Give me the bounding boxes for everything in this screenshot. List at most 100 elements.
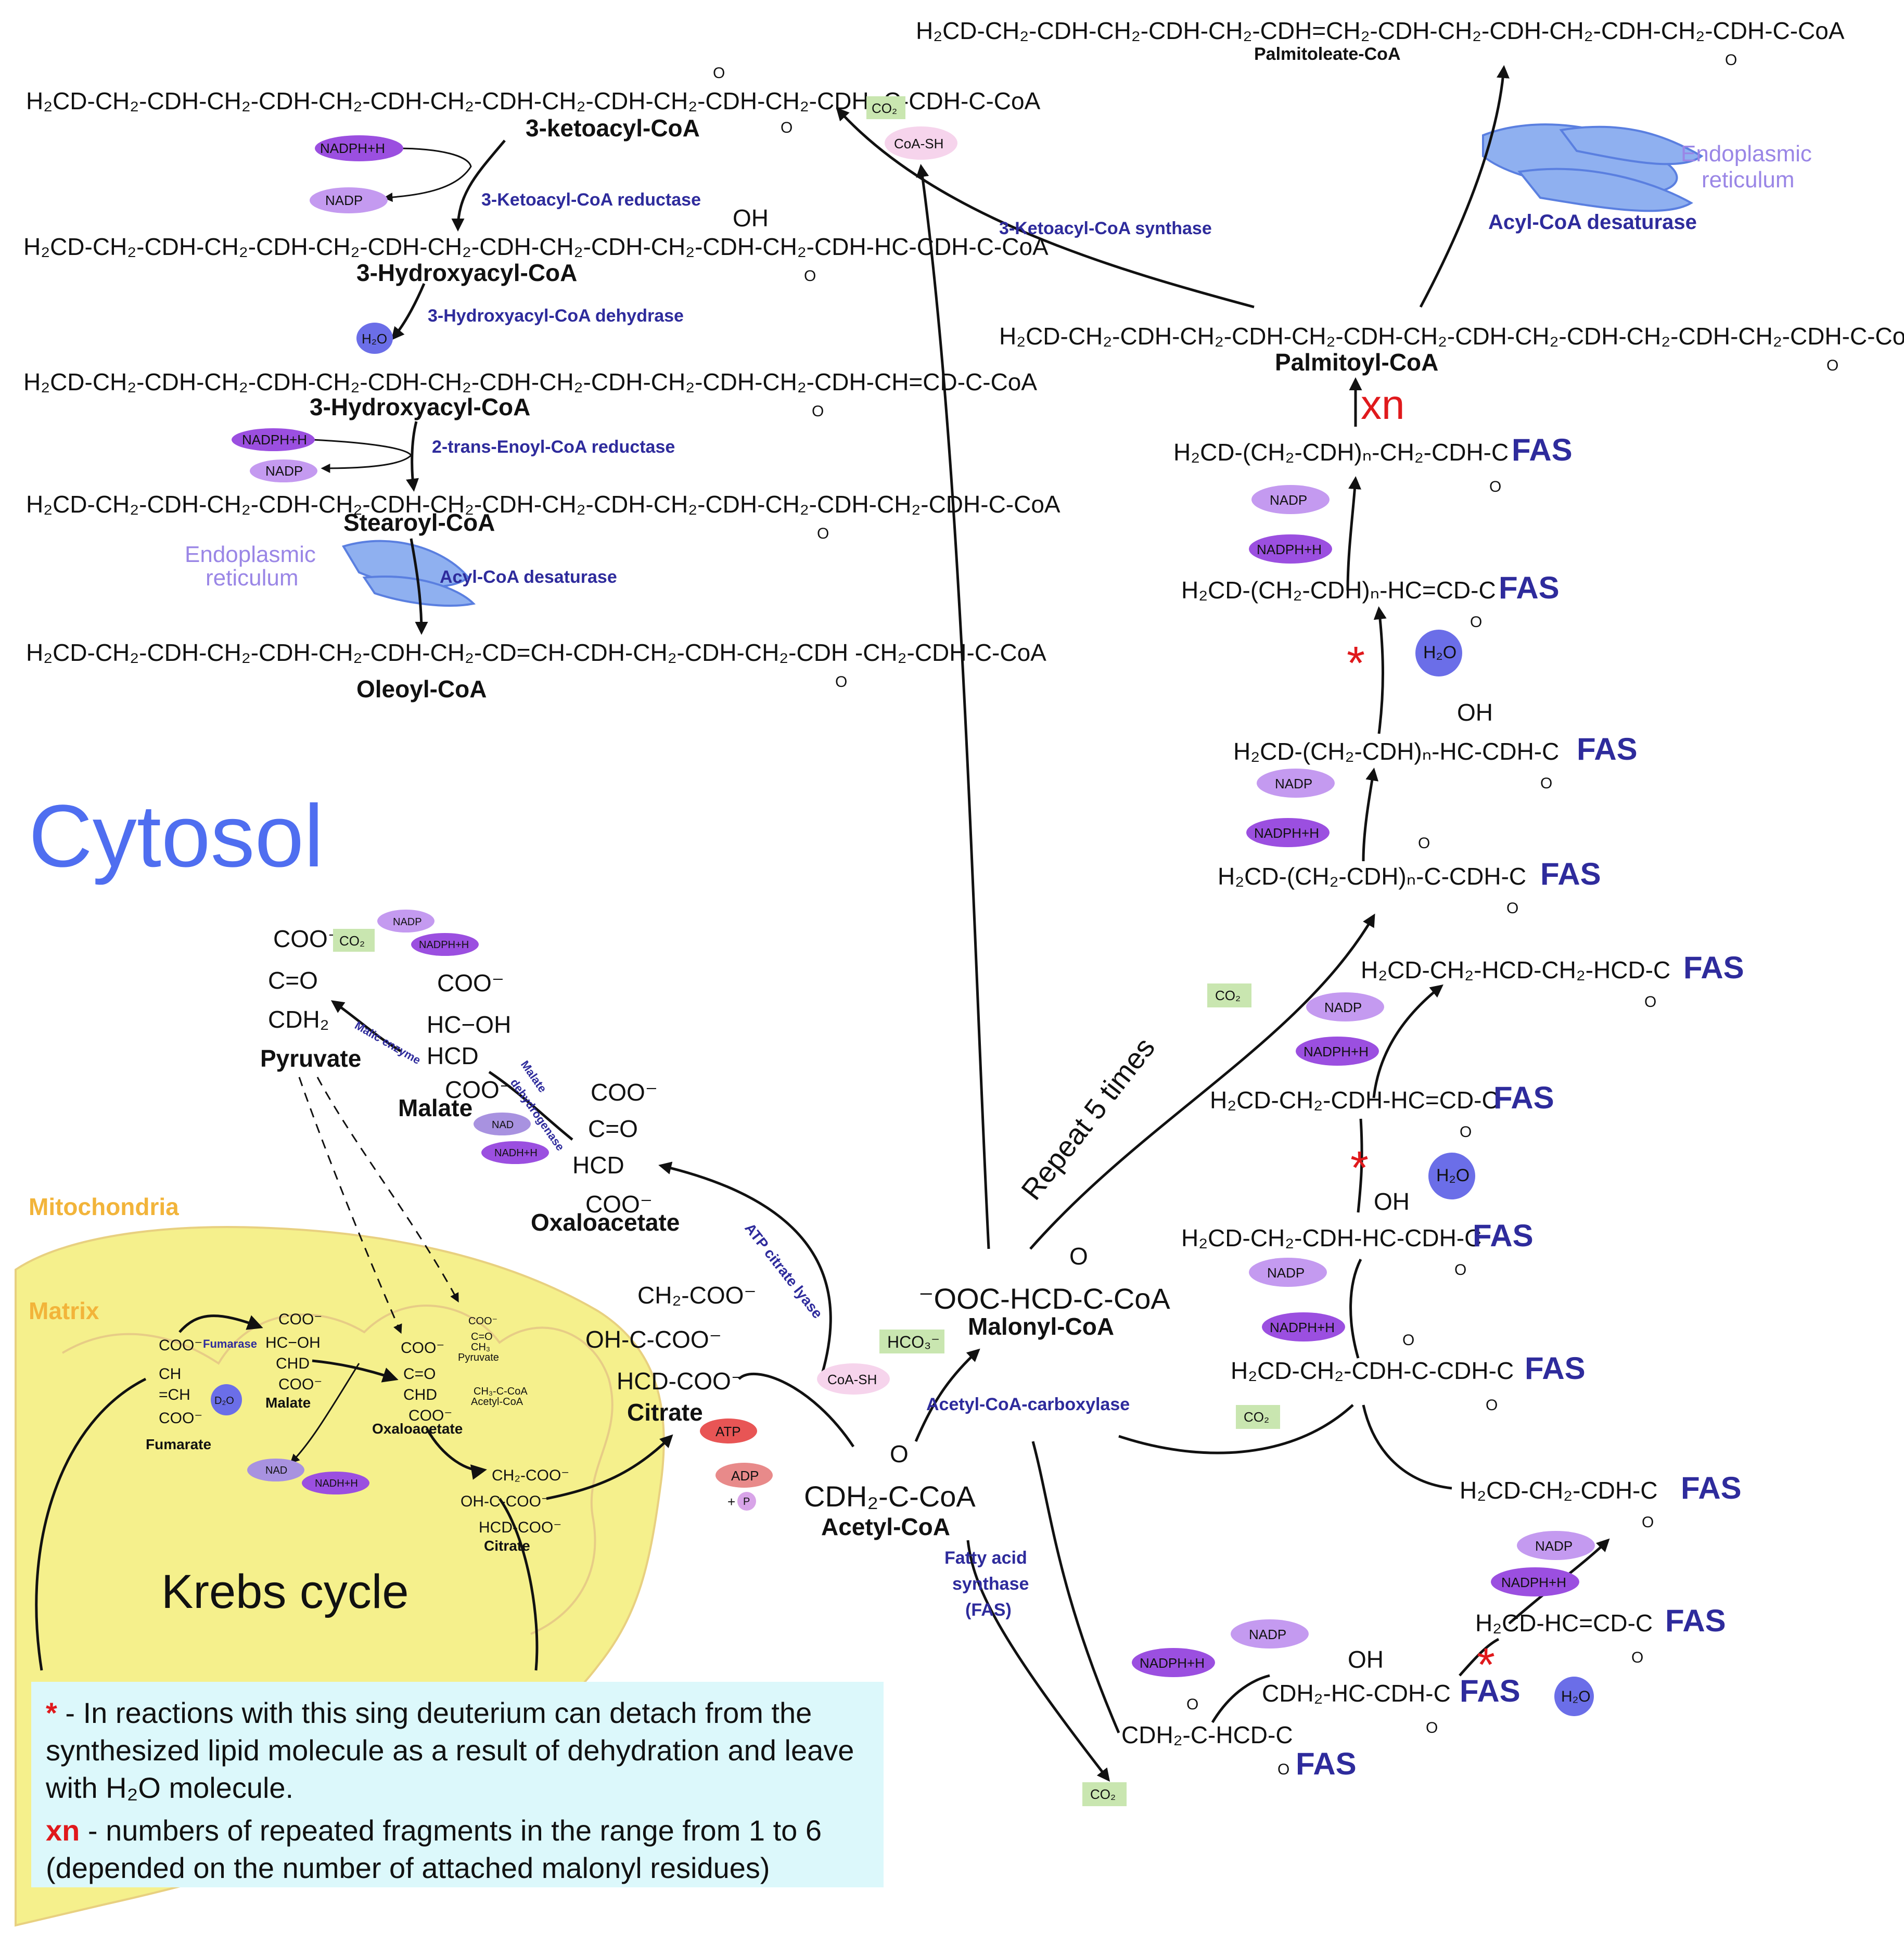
svg-text:CoA-SH: CoA-SH [894,136,943,151]
svg-text:HCO₃⁻: HCO₃⁻ [887,1333,940,1351]
palmitoleate-name: Palmitoleate-CoA [1254,44,1401,64]
svg-text:C=O: C=O [471,1331,493,1343]
arrow-fas-2-1 [1346,476,1362,591]
svg-text:H₂CD-HC=CD-C: H₂CD-HC=CD-C [1475,1609,1653,1637]
pill-h2o-fas-1: H₂O [1415,630,1462,676]
hydroxyacyl-coa-formula: H₂CD-CH₂-CDH-CH₂-CDH-CH₂-CDH-CH₂-CDH-CH₂… [23,233,1049,260]
pill-h2o-fas-2: H₂O [1428,1153,1475,1199]
svg-text:O: O [1277,1761,1289,1778]
svg-text:O: O [1402,1332,1414,1349]
repeat-label: Repeat 5 times [1015,1031,1161,1206]
malonyl-coa-name: Malonyl-CoA [968,1313,1114,1340]
arrow-oxaloacetate-to-citrate [425,1427,487,1480]
pill-nad-cyto: NAD [474,1113,531,1135]
svg-text:C=O: C=O [588,1115,638,1142]
arrow-oxaloacetate-to-malate [488,1070,573,1141]
pill-nadph-1: NADPH+H [315,135,403,161]
fas-step-1: H₂CD-(CH₂-CDH)ₙ-CH₂-CDH-C FAS O [1173,432,1573,495]
enzyme-enoyl-reductase: 2-trans-Enoyl-CoA reductase [432,437,675,457]
fas-step-2: H₂CD-(CH₂-CDH)ₙ-HC=CD-C FAS O [1181,570,1560,631]
svg-text:CH₃: CH₃ [471,1341,490,1353]
svg-text:O: O [1506,900,1518,917]
enzyme-acyl-desaturase-left: Acyl-CoA desaturase [440,567,617,587]
arrow-acetyl-to-malonyl [914,1348,980,1442]
svg-text:NADPH+H: NADPH+H [1254,825,1319,841]
svg-text:FAS: FAS [1540,857,1601,891]
er-label-1-line2: reticulum [1702,167,1795,193]
pill-nadph-fas-4: NADPH+H [1262,1312,1345,1341]
arrow-ketoacyl-to-hydroxyacyl [451,139,506,232]
svg-text:O: O [1418,835,1430,852]
cytosol-label: Cytosol [29,787,324,886]
pill-nadph-fas-5: NADPH+H [1491,1567,1579,1596]
oxaloacetate-cytosol: COO⁻ C=O HCD COO⁻ Oxaloacetate [531,1079,680,1236]
svg-text:COO⁻: COO⁻ [468,1315,497,1327]
svg-text:Oxaloacetate: Oxaloacetate [531,1209,680,1236]
pill-atp: ATP [700,1419,757,1443]
pill-adp: ADP [715,1463,773,1488]
svg-text:NADPH+H: NADPH+H [320,140,385,156]
svg-text:CO₂: CO₂ [872,100,897,116]
arrow-enoyl-to-stearoyl [406,421,419,492]
arrow-pyruvate-transport-1 [298,1077,402,1334]
pill-nadph-fas-6: NADPH+H [1132,1648,1215,1677]
pill-nadph-pyruvate: NADPH+H [411,933,479,956]
arrow-nad-to-nadh [290,1363,360,1464]
svg-text:COO⁻: COO⁻ [585,1191,653,1218]
fas-step-11: CDH₂-HC-CDH-C OH FAS O [1262,1646,1520,1736]
matrix-label: Matrix [29,1297,99,1324]
svg-text:NADP: NADP [265,463,303,479]
svg-text:CH₂-COO⁻: CH₂-COO⁻ [492,1467,569,1484]
svg-text:Pyruvate: Pyruvate [260,1045,361,1072]
svg-text:ADP: ADP [731,1468,759,1484]
svg-text:Oxaloacetate: Oxaloacetate [372,1421,463,1437]
hydroxyacyl-oh: OH [733,205,769,232]
palmitoleate-o: O [1725,52,1737,69]
svg-text:H₂O: H₂O [1561,1688,1591,1705]
svg-text:CoA-SH: CoA-SH [827,1372,877,1387]
svg-text:H₂CD-CH₂-CDH-C-CDH-C: H₂CD-CH₂-CDH-C-CDH-C [1231,1357,1514,1384]
svg-text:OH: OH [1374,1188,1410,1215]
pill-nadp-fas-2: NADP [1257,769,1335,798]
pill-hco3: HCO₃⁻ [879,1330,944,1353]
arrow-fas-12-11 [1211,1674,1270,1723]
svg-text:FAS: FAS [1681,1471,1742,1505]
enzyme-acyl-desaturase-right: Acyl-CoA desaturase [1488,211,1697,234]
citrate-cytosol: CH₂-COO⁻ OH-C-COO⁻ HCD-COO⁻ Citrate [585,1282,757,1426]
svg-text:O: O [1186,1696,1198,1713]
stearoyl-o: O [817,525,829,542]
svg-text:FAS: FAS [1296,1746,1357,1781]
malonyl-coa-formula: ⁻OOC-HCD-C-CoA [918,1282,1170,1315]
enoyl-coa-name: 3-Hydroxyacyl-CoA [310,393,530,420]
palmitoyl-coa-formula: H₂CD-CH₂-CDH-CH₂-CDH-CH₂-CDH-CH₂-CDH-CH₂… [999,323,1904,350]
arrow-repeat [1029,913,1375,1250]
svg-text:FAS: FAS [1473,1218,1534,1253]
svg-text:H₂CD-(CH₂-CDH)ₙ-HC-CDH-C: H₂CD-(CH₂-CDH)ₙ-HC-CDH-C [1233,738,1559,765]
legend-box: * - In reactions with this sing deuteriu… [31,1682,884,1887]
legend-xn-symbol: xn [46,1814,80,1847]
svg-text:H₂CD-CH₂-HCD-CH₂-HCD-C: H₂CD-CH₂-HCD-CH₂-HCD-C [1361,956,1670,983]
fas-step-5: H₂CD-CH₂-HCD-CH₂-HCD-C FAS O [1361,950,1744,1011]
svg-text:C=O: C=O [268,967,318,994]
star-marker-1: * [1347,637,1365,689]
svg-text:COO⁻: COO⁻ [278,1376,322,1393]
svg-text:COO⁻: COO⁻ [278,1311,322,1328]
fas-step-8: H₂CD-CH₂-CDH-C-CDH-C O FAS O [1231,1332,1586,1414]
svg-text:Acetyl-CoA: Acetyl-CoA [471,1396,523,1408]
svg-text:COO⁻: COO⁻ [408,1407,452,1424]
svg-text:Citrate: Citrate [484,1538,530,1554]
fas-step-9: H₂CD-CH₂-CDH-C FAS O [1460,1471,1742,1531]
svg-text:NAD: NAD [265,1465,287,1476]
pill-co2-top: CO₂ [866,96,905,119]
pill-nadp-2: NADP [250,459,317,482]
svg-text:H₂CD-(CH₂-CDH)ₙ-CH₂-CDH-C: H₂CD-(CH₂-CDH)ₙ-CH₂-CDH-C [1173,439,1509,466]
svg-text:FAS: FAS [1665,1603,1726,1638]
pill-phosphate: P [737,1492,756,1511]
krebs-cycle-label: Krebs cycle [161,1565,409,1618]
svg-text:H₂CD-(CH₂-CDH)ₙ-HC=CD-C: H₂CD-(CH₂-CDH)ₙ-HC=CD-C [1181,577,1496,604]
acetyl-o: O [890,1440,909,1467]
pill-coash-central: CoA-SH [817,1363,890,1395]
enzyme-fumarase: Fumarase [203,1337,257,1350]
svg-text:NADPH+H: NADPH+H [242,432,307,448]
svg-text:NADH+H: NADH+H [315,1478,358,1489]
